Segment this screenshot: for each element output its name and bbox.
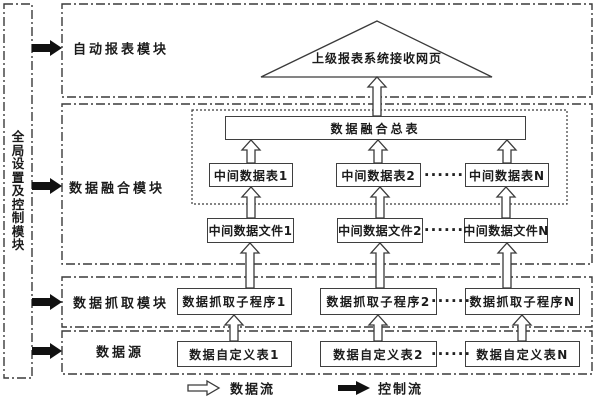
control-flow-arrow-icon xyxy=(32,40,62,56)
data-flow-arrow-icon xyxy=(239,242,261,289)
section-data-source-border xyxy=(61,330,593,375)
custom-table-box-n: 数据自定义表N xyxy=(465,341,580,367)
data-flow-arrow-icon xyxy=(496,242,518,289)
data-flow-arrow-icon xyxy=(495,186,517,219)
legend-control-flow-label: 控制流 xyxy=(378,382,424,398)
data-flow-arrow-icon xyxy=(511,314,533,342)
custom-table-box-1: 数据自定义表1 xyxy=(177,341,292,367)
section-auto-report-border xyxy=(61,3,593,98)
mid-table-box-1: 中间数据表1 xyxy=(209,163,293,187)
data-flow-arrow-icon xyxy=(366,76,388,117)
mid-file-box-1: 中间数据文件1 xyxy=(207,218,294,243)
section-data-fusion-border xyxy=(61,103,593,265)
legend-control-flow-arrow-icon xyxy=(338,381,370,395)
grab-subprogram-box-2: 数据抓取子程序2 xyxy=(320,288,437,315)
left-panel-border xyxy=(3,3,33,379)
mid-file-box-2: 中间数据文件2 xyxy=(337,218,423,243)
legend-data-flow-label: 数据流 xyxy=(230,382,276,398)
data-flow-arrow-icon xyxy=(223,314,245,342)
legend-data-flow-arrow-icon xyxy=(187,379,221,397)
ellipsis-tables: ······ xyxy=(423,166,465,184)
data-flow-arrow-icon xyxy=(369,186,391,219)
section-data-fusion-label: 数据融合模块 xyxy=(68,181,166,197)
ellipsis-files: ······ xyxy=(423,221,465,239)
ellipsis-custom-tables: ······ xyxy=(430,345,472,363)
custom-table-box-2: 数据自定义表2 xyxy=(320,341,437,367)
mid-table-box-n: 中间数据表N xyxy=(465,163,549,187)
grab-subprogram-box-1: 数据抓取子程序1 xyxy=(177,288,292,315)
left-panel: 全局设置及控制模块 xyxy=(4,4,32,378)
grab-subprogram-box-n: 数据抓取子程序N xyxy=(465,288,580,315)
mid-file-box-n: 中间数据文件N xyxy=(463,218,548,243)
ellipsis-subprograms: ······ xyxy=(430,292,472,310)
fusion-total-box: 数据融合总表 xyxy=(225,116,526,140)
control-flow-arrow-icon xyxy=(32,178,62,194)
data-flow-arrow-icon xyxy=(496,139,518,164)
data-flow-arrow-icon xyxy=(367,314,389,342)
control-flow-arrow-icon xyxy=(32,343,62,359)
mid-table-box-2: 中间数据表2 xyxy=(336,163,421,187)
data-flow-arrow-icon xyxy=(240,139,262,164)
left-panel-label: 全局设置及控制模块 xyxy=(11,129,25,253)
triangle-label: 上级报表系统接收网页 xyxy=(311,51,443,66)
section-data-source-label: 数据源 xyxy=(95,345,145,361)
data-flow-arrow-icon xyxy=(369,242,391,289)
data-flow-arrow-icon xyxy=(367,139,389,164)
section-data-grab-label: 数据抓取模块 xyxy=(72,296,170,312)
control-flow-arrow-icon xyxy=(32,294,62,310)
section-auto-report-label: 自动报表模块 xyxy=(72,42,170,58)
data-flow-arrow-icon xyxy=(240,186,262,219)
